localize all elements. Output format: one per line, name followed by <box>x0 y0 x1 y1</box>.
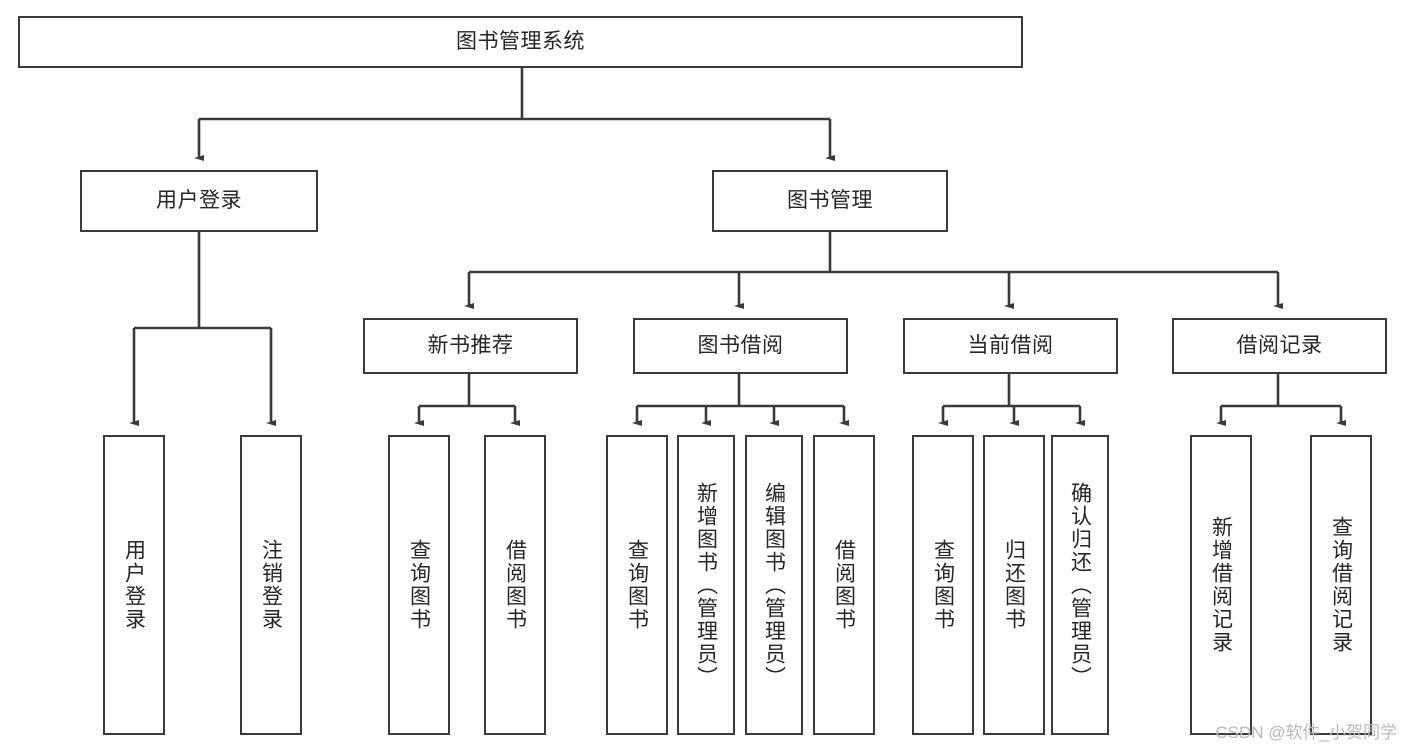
node-leaf-query-book-1-label: 查询图书 <box>407 539 431 631</box>
node-leaf-query-record[interactable]: 查询借阅记录 <box>1310 435 1372 735</box>
node-leaf-query-record-label: 查询借阅记录 <box>1329 516 1353 654</box>
node-leaf-return-book-label: 归还图书 <box>1002 539 1026 631</box>
node-leaf-add-record[interactable]: 新增借阅记录 <box>1190 435 1252 735</box>
node-user-login[interactable]: 用户登录 <box>80 170 318 232</box>
node-leaf-user-login[interactable]: 用户登录 <box>103 435 165 735</box>
node-leaf-return-book[interactable]: 归还图书 <box>983 435 1045 735</box>
node-leaf-borrow-book-1[interactable]: 借阅图书 <box>484 435 546 735</box>
node-leaf-user-logout[interactable]: 注销登录 <box>240 435 302 735</box>
node-borrow-record-label: 借阅记录 <box>1236 334 1323 358</box>
node-leaf-query-book-1[interactable]: 查询图书 <box>388 435 450 735</box>
node-leaf-query-book-3-label: 查询图书 <box>931 539 955 631</box>
node-leaf-edit-book-label: 编辑图书（管理员） <box>762 481 786 689</box>
node-book-manage-label: 图书管理 <box>787 189 873 213</box>
node-leaf-add-book-label: 新增图书（管理员） <box>694 481 718 689</box>
node-user-login-label: 用户登录 <box>156 189 242 213</box>
node-leaf-borrow-book-1-label: 借阅图书 <box>503 539 527 631</box>
node-new-book-recommend-label: 新书推荐 <box>427 334 514 358</box>
node-book-manage[interactable]: 图书管理 <box>712 170 948 232</box>
node-current-borrow-label: 当前借阅 <box>967 334 1054 358</box>
node-leaf-user-logout-label: 注销登录 <box>259 539 283 631</box>
node-leaf-query-book-2-label: 查询图书 <box>625 539 649 631</box>
node-leaf-confirm-return-label: 确认归还（管理员） <box>1068 481 1092 689</box>
node-book-borrow[interactable]: 图书借阅 <box>633 318 848 374</box>
node-root-label: 图书管理系统 <box>456 30 585 54</box>
node-leaf-user-login-label: 用户登录 <box>122 539 146 631</box>
node-new-book-recommend[interactable]: 新书推荐 <box>363 318 578 374</box>
node-borrow-record[interactable]: 借阅记录 <box>1172 318 1387 374</box>
node-leaf-add-record-label: 新增借阅记录 <box>1209 516 1233 654</box>
node-leaf-query-book-2[interactable]: 查询图书 <box>606 435 668 735</box>
node-leaf-borrow-book-2[interactable]: 借阅图书 <box>813 435 875 735</box>
connector-lines <box>129 68 1346 426</box>
node-root[interactable]: 图书管理系统 <box>18 16 1023 68</box>
node-current-borrow[interactable]: 当前借阅 <box>903 318 1118 374</box>
node-leaf-add-book[interactable]: 新增图书（管理员） <box>677 435 735 735</box>
node-book-borrow-label: 图书借阅 <box>697 334 784 358</box>
node-leaf-borrow-book-2-label: 借阅图书 <box>832 539 856 631</box>
node-leaf-confirm-return[interactable]: 确认归还（管理员） <box>1051 435 1109 735</box>
node-leaf-edit-book[interactable]: 编辑图书（管理员） <box>745 435 803 735</box>
node-leaf-query-book-3[interactable]: 查询图书 <box>912 435 974 735</box>
